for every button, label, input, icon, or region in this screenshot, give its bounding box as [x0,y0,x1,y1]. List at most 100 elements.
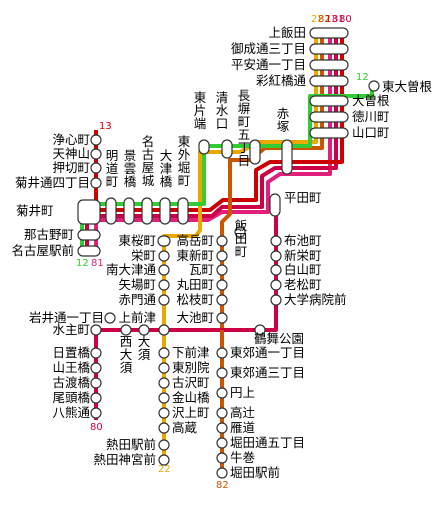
station-marker-kawaramachi[interactable] [216,264,228,276]
station-marker-higashikogodori1[interactable] [216,347,228,359]
station-marker-hiokibashi[interactable] [90,347,102,359]
station-marker-okashiradori[interactable] [90,392,102,404]
station-label-shinsakaemachi: 新栄町 [284,248,322,263]
station-marker-higashisakuramachi[interactable] [157,235,171,247]
station-marker-higashisotobori[interactable] [177,197,189,225]
station-label-nishiosu: 西大須 [120,334,133,375]
station-marker-ushimaki[interactable] [216,452,228,464]
station-marker-shiroyamacho[interactable] [270,264,282,276]
station-marker-oikecho[interactable] [216,312,228,324]
station-marker-tenjinyama[interactable] [90,148,102,160]
station-marker-hattadori[interactable] [90,407,102,419]
station-marker-kanayamabashi[interactable] [158,392,170,404]
station-marker-higashishinmachi[interactable] [216,250,228,262]
station-marker-shimomaezu[interactable] [158,347,170,359]
station-marker-oshikiricho[interactable] [90,162,102,174]
station-marker-nagoyajo[interactable] [141,197,153,225]
station-label-enjo: 円上 [230,385,255,400]
station-marker-takatsuji[interactable] [216,407,228,419]
station-marker-joshinmachi[interactable] [90,134,102,146]
station-marker-iidamachi[interactable] [234,226,246,238]
station-marker-matsuemachi[interactable] [216,294,228,306]
station-marker-mizunushicho[interactable] [90,324,102,336]
station-marker-minamiotsudori[interactable] [158,264,170,276]
station-marker-enjo[interactable] [216,387,228,399]
station-marker-nishiosu[interactable] [120,324,132,336]
station-label-meidocho: 明道町 [106,148,119,189]
station-marker-atsutajingu[interactable] [158,454,170,466]
station-marker-kamiiida[interactable] [309,27,349,39]
station-label-oikecho: 大池町 [176,310,214,325]
station-marker-shinsakaemachi[interactable] [270,250,282,262]
station-marker-gofukudori3[interactable] [309,43,349,55]
station-marker-shimizuguchi[interactable] [221,139,233,159]
station-marker-iwaidori1[interactable] [104,312,116,324]
station-marker-heiando1[interactable] [309,59,349,71]
station-label-higashikogodori1: 東郊通一丁目 [230,345,305,360]
station-label-sawakamicho: 沢上町 [172,405,210,420]
station-label-sakaemachi: 栄町 [131,248,156,263]
station-marker-kamimaezu[interactable] [158,324,170,336]
station-label-shimizuguchi: 清水口 [216,90,229,131]
station-label-tenjinyama: 天神山 [52,146,90,161]
station-label-hiratacho: 平田町 [284,190,322,205]
station-marker-tokugawa[interactable] [309,111,349,123]
station-marker-daigakubyoin[interactable] [270,294,282,306]
station-marker-takakura[interactable] [158,422,170,434]
station-marker-tsurumaikoen[interactable] [254,324,266,336]
station-label-matsuemachi: 松枝町 [176,292,214,307]
station-marker-meidocho[interactable] [105,197,117,225]
station-label-kikuicho: 菊井町 [16,203,54,218]
station-marker-higashikogodori3[interactable] [216,367,228,379]
station-label-horidadori5: 堀田通五丁目 [230,435,305,450]
station-marker-sakaemachi[interactable] [158,250,170,262]
station-marker-kikuidori4[interactable] [90,177,102,189]
station-label-higashiozone: 東大曽根 [382,79,433,94]
station-label-takatsuji: 高辻 [230,405,256,420]
station-marker-ozone[interactable] [309,95,349,107]
station-marker-akatsuka[interactable] [281,139,293,175]
station-label-yabacho: 矢場町 [118,277,156,292]
station-marker-keiunbashi[interactable] [123,197,135,225]
station-marker-furuwataribashi[interactable] [90,377,102,389]
route-label-13-top-east: 13 [325,14,338,25]
station-marker-akamondori[interactable] [158,294,170,306]
route-label-81-bottom: 81 [91,258,104,269]
station-marker-nagabei5[interactable] [249,139,261,165]
station-marker-fuchikecho[interactable] [270,235,282,247]
station-marker-hiratacho[interactable] [269,193,281,217]
station-marker-kikuicho[interactable] [77,199,101,225]
station-marker-higashibetsuin[interactable] [158,362,170,374]
route-label-82-south: 82 [216,480,229,491]
station-label-takakura: 高蔵 [172,420,198,435]
station-marker-osu[interactable] [138,324,150,336]
station-marker-otsubashi[interactable] [159,197,171,225]
station-marker-nachinoicho[interactable] [77,229,101,241]
station-label-iidamachi: 飯田町 [235,218,248,259]
station-marker-karigane[interactable] [216,422,228,434]
station-marker-oimatsucho[interactable] [270,279,282,291]
station-label-gofukudori3: 御成通三丁目 [231,41,306,56]
station-marker-higashiozone[interactable] [368,80,380,92]
station-marker-sawakamicho[interactable] [158,407,170,419]
station-marker-yamaobashi[interactable] [90,362,102,374]
route-label-82-top: 82 [318,14,331,25]
station-marker-marutamachi[interactable] [216,279,228,291]
station-marker-yamaguchi[interactable] [309,127,349,139]
route-label-13-top: 13 [99,121,112,132]
route-80-trunk-line [96,206,278,332]
station-labels: 上飯田 御成通三丁目 平安通一丁目 彩紅橋通 東大曽根 大曽根 徳川町 山口町 … [11,25,432,480]
station-marker-horidadori5[interactable] [216,437,228,449]
station-label-daigakubyoin: 大学病院前 [284,292,347,307]
station-marker-furuwatari[interactable] [158,377,170,389]
station-marker-takaokacho[interactable] [216,235,228,247]
station-marker-yabacho[interactable] [158,279,170,291]
station-label-takaokacho: 高岳町 [176,233,214,248]
station-marker-horidaekimae[interactable] [216,467,228,479]
station-label-kawaramachi: 瓦町 [189,262,214,277]
station-marker-nagoyaeki[interactable] [77,245,101,257]
station-label-higashikatahata: 東片端 [194,90,207,131]
station-marker-saikobashi[interactable] [309,75,349,87]
station-marker-higashikatahata[interactable] [198,139,210,155]
station-marker-atsutaekimae[interactable] [158,439,170,451]
